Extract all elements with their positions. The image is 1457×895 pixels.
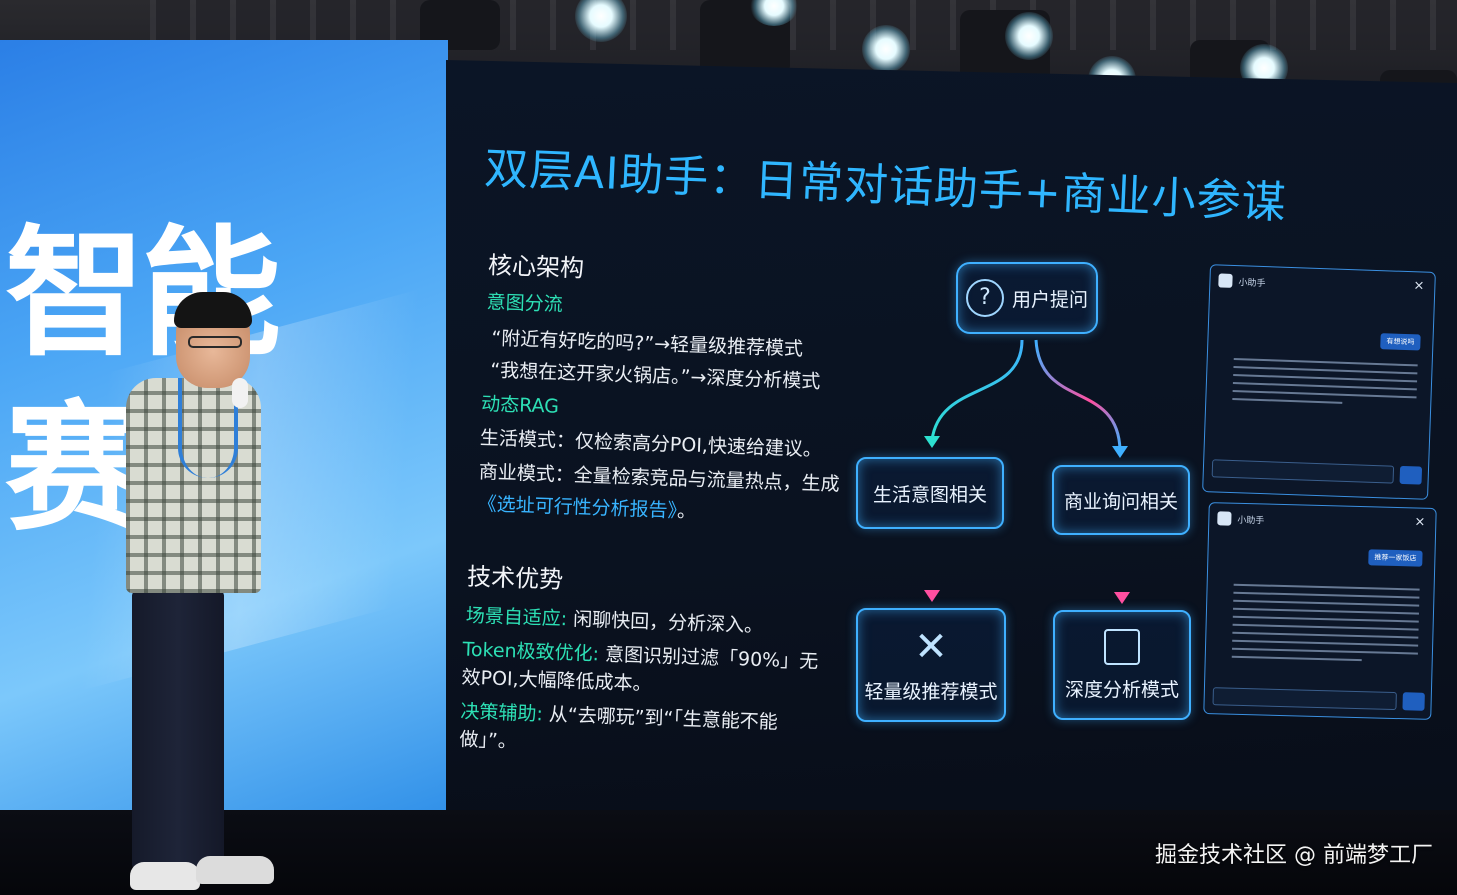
speaker-lanyard <box>178 378 238 478</box>
chat-window-2-input[interactable] <box>1212 687 1397 711</box>
speaker-shoe-right <box>196 856 274 884</box>
flow-node-light-recommend-label: 轻量级推荐模式 <box>864 680 998 703</box>
flow-node-life-intent: 生活意图相关 <box>856 457 1004 529</box>
flow-node-deep-analysis-label: 深度分析模式 <box>1064 678 1179 701</box>
spotlight <box>1005 12 1053 60</box>
fork-knife-icon: ✕ <box>914 623 948 670</box>
flow-node-user-question-label: 用户提问 <box>1011 288 1088 311</box>
chat-window-2-reply <box>1231 583 1420 669</box>
chat-window-1-reply <box>1232 358 1418 412</box>
watermark: 掘金技术社区 @ 前端梦工厂 <box>1155 843 1433 868</box>
flow-node-deep-analysis: 深度分析模式 <box>1053 610 1191 720</box>
chat-window-1-send-button[interactable] <box>1399 465 1423 485</box>
spotlight <box>575 0 627 42</box>
speaker-glasses <box>188 336 242 348</box>
chat-window-1: 小助手 × 有想说吗 <box>1202 264 1436 500</box>
connector-right <box>1034 339 1122 451</box>
microphone <box>232 378 248 408</box>
chat-window-2: 小助手 × 推荐一家饭店 <box>1203 502 1437 720</box>
chat-window-1-header: 小助手 <box>1218 273 1266 289</box>
speaker-pants <box>132 590 224 870</box>
chat-window-1-title: 小助手 <box>1238 277 1266 289</box>
close-icon[interactable]: × <box>1414 514 1426 530</box>
flow-node-light-recommend: ✕ 轻量级推荐模式 <box>856 608 1006 722</box>
arrow-right <box>1112 446 1128 458</box>
chat-window-2-send-button[interactable] <box>1402 692 1425 711</box>
chat-window-1-input[interactable] <box>1211 459 1395 484</box>
flow-node-life-intent-label: 生活意图相关 <box>872 483 987 506</box>
speaker-hair <box>174 292 252 328</box>
arrow-left <box>924 436 940 448</box>
spotlight <box>862 25 910 73</box>
flow-node-user-question: ? 用户提问 <box>956 262 1098 334</box>
connector-left <box>930 339 1024 441</box>
speaker-shirt <box>126 378 261 593</box>
analytics-chart-icon <box>1104 628 1140 665</box>
flow-node-business-intent: 商业询问相关 <box>1052 465 1190 535</box>
arrow-right-down <box>1114 592 1130 604</box>
chat-window-2-header: 小助手 <box>1217 511 1264 526</box>
chat-window-2-title: 小助手 <box>1237 515 1265 527</box>
flow-node-business-intent-label: 商业询问相关 <box>1063 490 1178 513</box>
brain-question-icon: ? <box>965 279 1004 317</box>
close-icon[interactable]: × <box>1413 278 1425 294</box>
assistant-avatar-icon <box>1218 273 1233 288</box>
speaker-shoe-left <box>130 862 200 890</box>
arrow-left-down <box>924 590 940 602</box>
chat-window-1-user-bubble: 有想说吗 <box>1380 333 1421 351</box>
chat-window-2-user-bubble: 推荐一家饭店 <box>1368 549 1423 567</box>
assistant-avatar-icon <box>1217 511 1232 526</box>
